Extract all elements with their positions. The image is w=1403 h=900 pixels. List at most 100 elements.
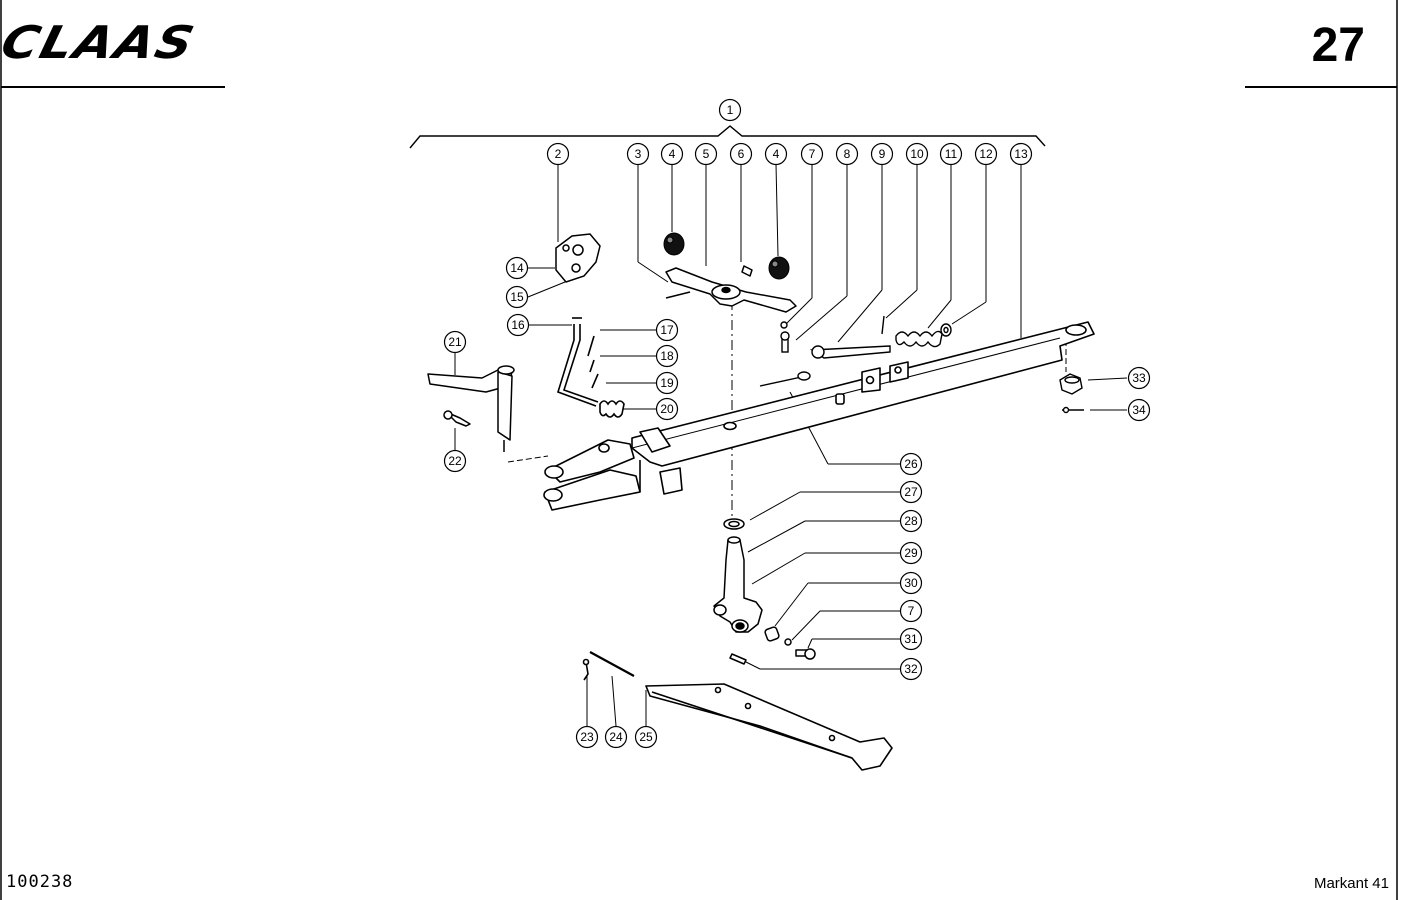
callout-number: 21	[448, 335, 462, 349]
callout-3: 3	[626, 142, 650, 166]
callout-circle	[870, 142, 894, 166]
callout-circle	[506, 313, 530, 337]
callout-number: 30	[904, 576, 918, 590]
callout-number: 34	[1132, 403, 1146, 417]
callout-5: 5	[694, 142, 718, 166]
callout-circle	[899, 452, 923, 476]
callout-number: 32	[904, 662, 918, 676]
callout-27: 27	[899, 480, 923, 504]
lever-arm	[665, 265, 797, 313]
callout-circle	[660, 142, 684, 166]
callout-circle	[694, 142, 718, 166]
callout-18: 18	[655, 344, 679, 368]
callout-16: 16	[506, 313, 530, 337]
callout-number: 9	[879, 147, 886, 161]
callout-number: 7	[809, 147, 816, 161]
callout-number: 13	[1014, 147, 1028, 161]
callout-4: 4	[764, 142, 788, 166]
callout-29: 29	[899, 541, 923, 565]
crank-rod	[557, 317, 625, 418]
callout-7: 7	[899, 599, 923, 623]
callout-number: 27	[904, 485, 918, 499]
callout-circle	[899, 657, 923, 681]
callout-number: 10	[910, 147, 924, 161]
callout-9: 9	[870, 142, 894, 166]
callout-6: 6	[729, 142, 753, 166]
small-parts	[780, 315, 952, 359]
page-number: 27	[1311, 19, 1365, 72]
callout-number: 7	[908, 604, 915, 618]
callout-circle	[764, 142, 788, 166]
callout-28: 28	[899, 509, 923, 533]
callout-circle	[1127, 398, 1151, 422]
drawbar	[631, 321, 1095, 495]
nut-and-pins	[759, 371, 1084, 414]
callout-circle	[634, 725, 658, 749]
callout-number: 24	[609, 730, 623, 744]
callout-circle	[505, 285, 529, 309]
callout-number: 29	[904, 546, 918, 560]
callout-number: 20	[660, 402, 674, 416]
callout-4: 4	[660, 142, 684, 166]
callout-number: 14	[510, 261, 524, 275]
callout-number: 23	[580, 730, 594, 744]
callout-number: 33	[1132, 371, 1146, 385]
callout-circle	[443, 330, 467, 354]
callout-number: 17	[660, 323, 674, 337]
callout-21: 21	[443, 330, 467, 354]
callout-25: 25	[634, 725, 658, 749]
callout-number: 26	[904, 457, 918, 471]
callout-circle	[546, 142, 570, 166]
callout-circle	[800, 142, 824, 166]
callout-number: 31	[904, 632, 918, 646]
callout-number: 16	[511, 318, 525, 332]
callout-number: 1	[727, 103, 734, 117]
callout-circle	[899, 541, 923, 565]
callout-circle	[939, 142, 963, 166]
callout-number: 25	[639, 730, 653, 744]
callout-15: 15	[505, 285, 529, 309]
callout-1: 1	[718, 98, 742, 122]
callout-circle	[655, 397, 679, 421]
callout-number: 4	[669, 147, 676, 161]
callout-number: 18	[660, 349, 674, 363]
pin-axis	[507, 455, 549, 463]
hitch-clevis	[543, 439, 641, 511]
callout-20: 20	[655, 397, 679, 421]
callout-number: 3	[635, 147, 642, 161]
callout-number: 28	[904, 514, 918, 528]
callout-circle	[974, 142, 998, 166]
callout-7: 7	[800, 142, 824, 166]
callout-34: 34	[1127, 398, 1151, 422]
callout-14: 14	[505, 256, 529, 280]
callout-number: 5	[703, 147, 710, 161]
callout-circle	[718, 98, 742, 122]
callout-number: 8	[844, 147, 851, 161]
callout-13: 13	[1009, 142, 1033, 166]
callout-circle	[729, 142, 753, 166]
callout-circle	[575, 725, 599, 749]
callout-circle	[443, 449, 467, 473]
callout-circle	[899, 509, 923, 533]
callout-circle	[899, 599, 923, 623]
callout-2: 2	[546, 142, 570, 166]
callout-number: 6	[738, 147, 745, 161]
callout-30: 30	[899, 571, 923, 595]
callout-number: 4	[773, 147, 780, 161]
callout-circle	[655, 344, 679, 368]
callout-circle	[899, 480, 923, 504]
callout-circle	[1127, 366, 1151, 390]
callout-circle	[899, 571, 923, 595]
callout-circle	[505, 256, 529, 280]
callout-circle	[899, 627, 923, 651]
callout-33: 33	[1127, 366, 1151, 390]
callout-32: 32	[899, 657, 923, 681]
cam-plate	[555, 233, 601, 283]
callout-10: 10	[905, 142, 929, 166]
document-number: 100238	[6, 872, 74, 892]
callout-23: 23	[575, 725, 599, 749]
knobs	[663, 232, 790, 280]
